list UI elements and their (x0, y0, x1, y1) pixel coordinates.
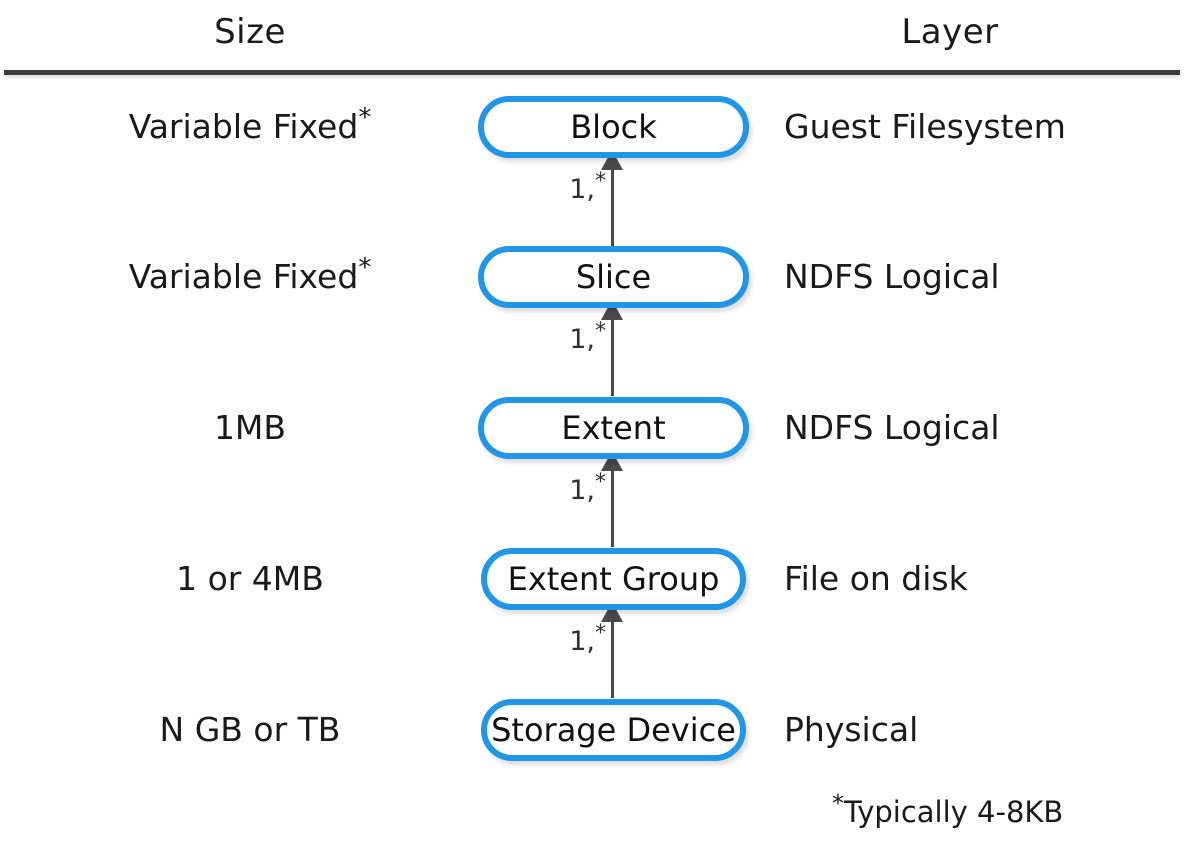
header-divider-line (4, 70, 1180, 75)
diagram-row-block: Variable Fixed* Block Guest Filesystem (0, 92, 1184, 162)
size-label-block: Variable Fixed* (30, 92, 470, 162)
size-label-slice-text: Variable Fixed (128, 257, 359, 296)
diagram-row-extent-group: 1 or 4MB Extent Group File on disk (0, 544, 1184, 614)
column-header-layer: Layer (901, 12, 999, 52)
layer-label-slice: NDFS Logical (784, 257, 1000, 296)
connector-multiplicity-star: * (595, 621, 606, 646)
connector-multiplicity-star: * (595, 319, 606, 344)
size-label-extent: 1MB (30, 393, 470, 463)
size-label-slice: Variable Fixed* (30, 242, 470, 312)
connector-line (611, 461, 614, 547)
node-storage-device-label: Storage Device (491, 711, 736, 749)
connector-multiplicity-text: 1, (569, 626, 595, 657)
node-slice-label: Slice (575, 258, 652, 296)
connector-multiplicity-text: 1, (569, 174, 595, 205)
node-extent-label: Extent (561, 409, 666, 447)
node-slice[interactable]: Slice (478, 246, 749, 308)
layer-label-extent-group: File on disk (784, 559, 968, 598)
size-label-extent-group: 1 or 4MB (30, 544, 470, 614)
diagram-row-extent: 1MB Extent NDFS Logical (0, 393, 1184, 463)
diagram-row-slice: Variable Fixed* Slice NDFS Logical (0, 242, 1184, 312)
connector-multiplicity-star: * (595, 169, 606, 194)
node-block-label: Block (570, 108, 657, 146)
layer-label-block: Guest Filesystem (784, 107, 1066, 146)
connector-line (611, 612, 614, 698)
size-label-extent-group-text: 1 or 4MB (176, 559, 324, 598)
connector-multiplicity-star: * (595, 470, 606, 495)
diagram-row-storage-device: N GB or TB Storage Device Physical (0, 695, 1184, 765)
footnote-star: * (832, 789, 844, 818)
connector-multiplicity-label: 1,* (560, 321, 606, 356)
connector-multiplicity-label: 1,* (560, 171, 606, 206)
size-label-slice-star: * (358, 253, 372, 283)
connector-multiplicity-label: 1,* (560, 472, 606, 507)
connector-extentgroup-to-extent: 1,* (0, 451, 1184, 563)
layer-label-extent: NDFS Logical (784, 408, 1000, 447)
footnote-text: Typically 4-8KB (844, 795, 1064, 829)
size-label-block-star: * (358, 103, 372, 133)
connector-multiplicity-label: 1,* (560, 623, 606, 658)
connector-line (611, 310, 614, 396)
column-header-size: Size (214, 12, 286, 52)
connector-multiplicity-text: 1, (569, 324, 595, 355)
size-label-extent-text: 1MB (213, 408, 287, 447)
connector-line (611, 160, 614, 246)
node-block[interactable]: Block (478, 96, 749, 158)
layer-label-storage-device: Physical (784, 710, 919, 749)
node-extent-group[interactable]: Extent Group (481, 548, 746, 610)
connector-extent-to-slice: 1,* (0, 300, 1184, 412)
node-storage-device[interactable]: Storage Device (481, 699, 746, 761)
node-extent-group-label: Extent Group (507, 560, 720, 598)
footnote: *Typically 4-8KB (762, 791, 1162, 829)
size-label-storage-device: N GB or TB (30, 695, 470, 765)
connector-storagedevice-to-extentgroup: 1,* (0, 602, 1184, 714)
connector-multiplicity-text: 1, (569, 475, 595, 506)
size-label-storage-device-text: N GB or TB (159, 710, 341, 749)
size-label-block-text: Variable Fixed (128, 107, 359, 146)
node-extent[interactable]: Extent (478, 397, 749, 459)
